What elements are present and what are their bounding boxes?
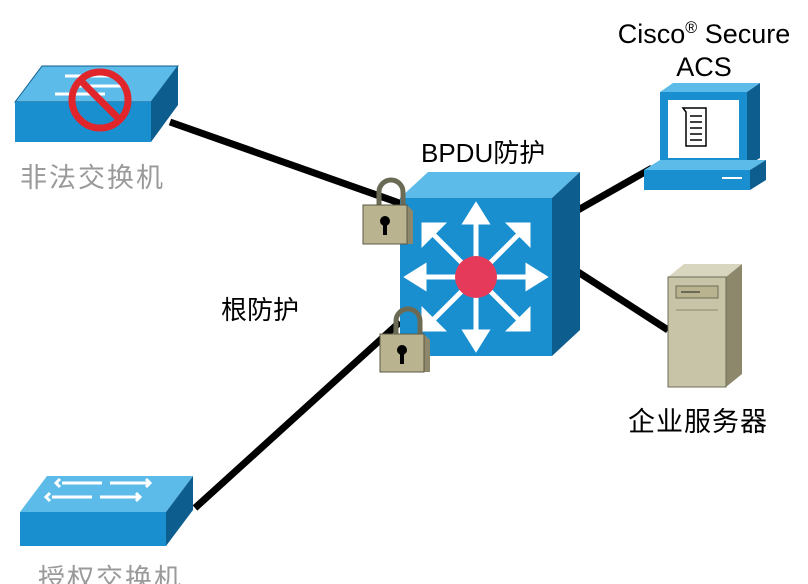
- root-guard-label: 根防护: [221, 296, 300, 326]
- acs-label-line2: ACS: [676, 52, 732, 82]
- prohibited-icon: [68, 68, 132, 132]
- acs-label: Cisco® Secure ACS: [598, 12, 808, 84]
- bpdu-guard-suffix: 防护: [493, 139, 546, 169]
- authorized-switch-icon: [20, 476, 193, 546]
- link-core-to-acs: [576, 164, 654, 214]
- enterprise-server-icon: [667, 264, 742, 388]
- acs-label-line1: Cisco® Secure: [617, 19, 791, 49]
- rogue-switch-icon: [14, 65, 179, 142]
- links: [168, 118, 670, 511]
- bpdu-guard-label: BPDU防护: [421, 133, 545, 170]
- rogue-switch-label: 非法交换机: [20, 163, 165, 194]
- core-switch-icon: [400, 172, 580, 356]
- root-lock-icon: [379, 306, 430, 373]
- link-core-to-server: [576, 269, 670, 333]
- bpdu-guard-prefix: BPDU: [421, 138, 494, 168]
- authorized-switch-label: 授权交换机: [38, 564, 183, 584]
- link-rogue-to-core: [168, 118, 407, 209]
- bpdu-lock-icon: [362, 177, 413, 245]
- enterprise-server-label: 企业服务器: [628, 407, 768, 438]
- acs-workstation-icon: [644, 83, 766, 190]
- link-authorized-to-core: [192, 319, 403, 511]
